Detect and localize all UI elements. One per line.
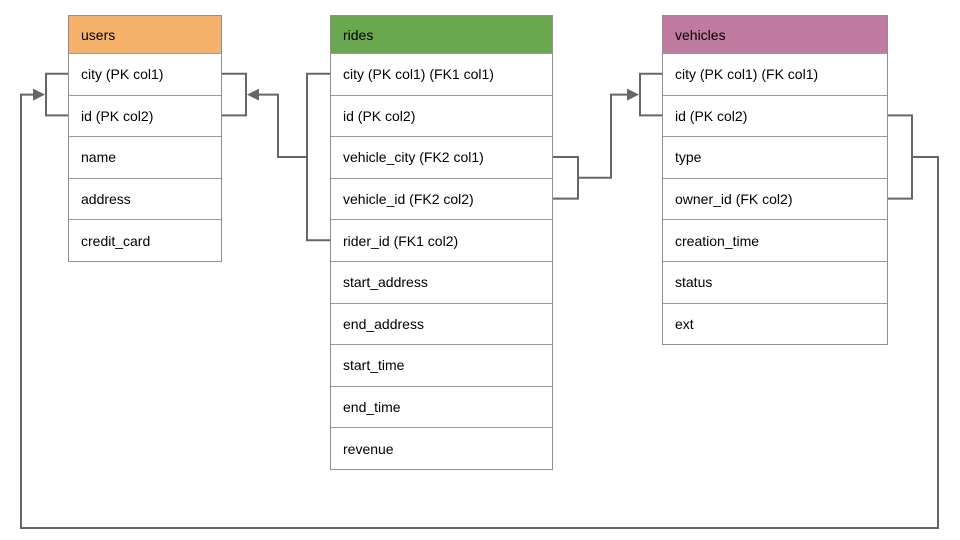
rides-to-users-line xyxy=(259,93,307,158)
table-rides-header: rides xyxy=(331,16,552,53)
table-column-row: ext xyxy=(663,302,887,345)
column-label: owner_id (FK col2) xyxy=(675,191,793,208)
table-users-rows: city (PK col1) id (PK col2) name address… xyxy=(69,53,221,261)
table-column-row: address xyxy=(69,177,221,220)
table-column-row: rider_id (FK1 col2) xyxy=(331,219,552,261)
table-column-row: city (PK col1) xyxy=(69,53,221,95)
column-label: start_address xyxy=(343,274,428,291)
column-label: name xyxy=(81,149,117,166)
table-vehicles: vehicles city (PK col1) (FK col1) id (PK… xyxy=(662,15,888,346)
table-column-row: end_address xyxy=(331,302,552,345)
column-label: start_time xyxy=(343,357,405,374)
table-column-row: end_time xyxy=(331,385,552,428)
column-label: rider_id (FK1 col2) xyxy=(343,232,459,249)
table-column-row: id (PK col2) xyxy=(69,94,221,137)
table-column-row: id (PK col2) xyxy=(663,94,887,137)
column-label: revenue xyxy=(343,440,394,457)
table-vehicles-rows: city (PK col1) (FK col1) id (PK col2) ty… xyxy=(663,53,887,345)
table-column-row: name xyxy=(69,136,221,178)
column-label: end_time xyxy=(343,399,401,416)
column-label: end_address xyxy=(343,315,424,332)
column-label: status xyxy=(675,274,713,291)
column-label: vehicle_city (FK2 col1) xyxy=(343,149,484,166)
table-column-row: start_address xyxy=(331,260,552,303)
column-label: id (PK col2) xyxy=(81,107,154,124)
table-users-title: users xyxy=(81,26,116,43)
table-rides-title: rides xyxy=(343,26,374,43)
column-label: city (PK col1) (FK col1) xyxy=(675,66,819,83)
table-vehicles-header: vehicles xyxy=(663,16,887,53)
table-vehicles-title: vehicles xyxy=(675,26,726,43)
table-column-row: credit_card xyxy=(69,219,221,261)
vehicles-right-bracket xyxy=(888,114,913,200)
arrowhead-left-icon xyxy=(247,88,259,101)
table-column-row: vehicle_city (FK2 col1) xyxy=(331,136,552,178)
arrowhead-right-icon xyxy=(627,88,639,101)
column-label: type xyxy=(675,149,702,166)
column-label: credit_card xyxy=(81,232,151,249)
column-label: address xyxy=(81,191,131,208)
relationship-rides-to-users xyxy=(222,72,330,242)
table-column-row: start_time xyxy=(331,344,552,386)
column-label: vehicle_id (FK2 col2) xyxy=(343,191,474,208)
table-column-row: owner_id (FK col2) xyxy=(663,177,887,220)
table-rides: rides city (PK col1) (FK1 col1) id (PK c… xyxy=(330,15,553,470)
table-column-row: vehicle_id (FK2 col2) xyxy=(331,177,552,220)
users-left-bracket xyxy=(45,72,68,117)
table-users: users city (PK col1) id (PK col2) name a… xyxy=(68,15,222,262)
column-label: creation_time xyxy=(675,232,760,249)
table-users-header: users xyxy=(69,16,221,53)
table-column-row: creation_time xyxy=(663,219,887,261)
rides-right-bracket xyxy=(553,156,579,200)
rides-left-bracket xyxy=(306,72,330,242)
rides-to-vehicles-line xyxy=(578,93,627,179)
vehicles-to-users-loop-line xyxy=(20,93,939,529)
column-label: id (PK col2) xyxy=(675,107,748,124)
relationship-rides-to-vehicles xyxy=(553,72,662,200)
table-column-row: city (PK col1) (FK col1) xyxy=(663,53,887,95)
users-right-bracket xyxy=(222,72,247,117)
column-label: id (PK col2) xyxy=(343,107,416,124)
vehicles-left-bracket xyxy=(639,72,662,117)
table-rides-rows: city (PK col1) (FK1 col1) id (PK col2) v… xyxy=(331,53,552,469)
table-column-row: status xyxy=(663,260,887,303)
table-column-row: city (PK col1) (FK1 col1) xyxy=(331,53,552,95)
table-column-row: type xyxy=(663,136,887,178)
table-column-row: id (PK col2) xyxy=(331,94,552,137)
table-column-row: revenue xyxy=(331,427,552,469)
column-label: ext xyxy=(675,315,694,332)
relationship-vehicles-to-users xyxy=(20,72,939,529)
column-label: city (PK col1) xyxy=(81,66,164,83)
column-label: city (PK col1) (FK1 col1) xyxy=(343,66,494,83)
arrowhead-right-icon xyxy=(33,88,45,101)
